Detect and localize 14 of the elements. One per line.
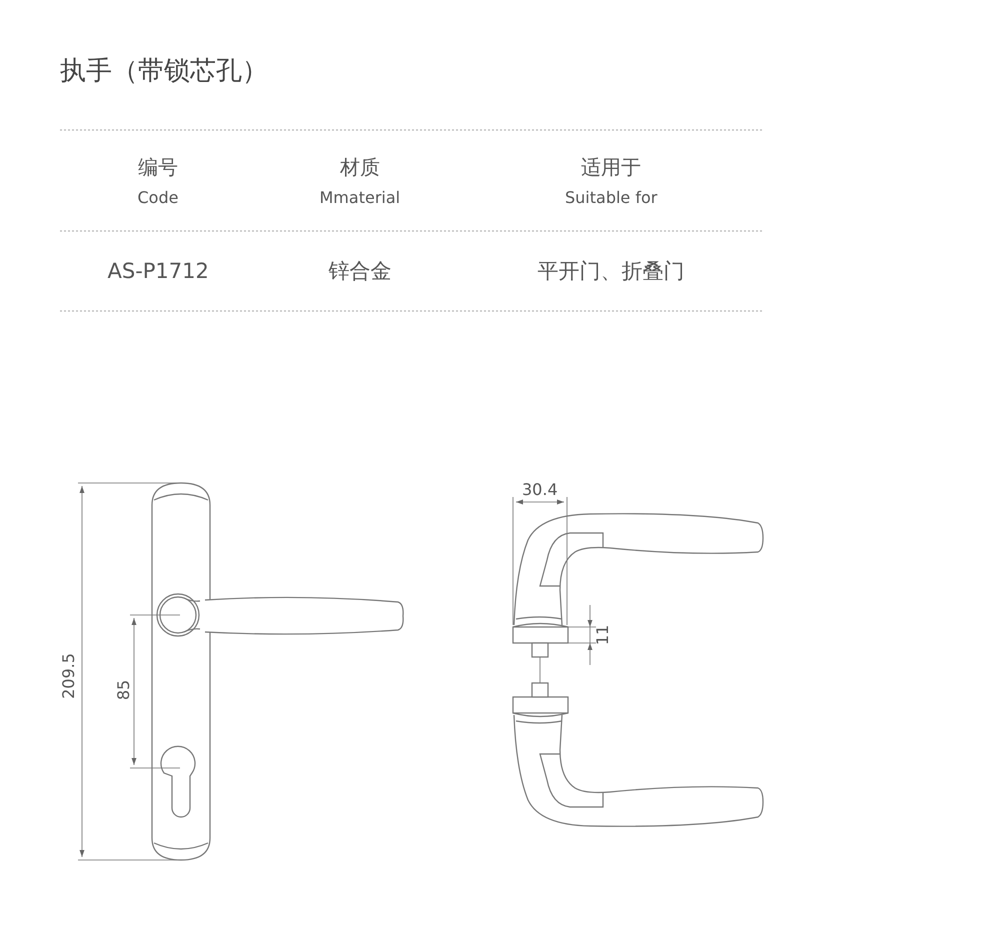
column-header: 材质 bbox=[340, 157, 380, 177]
dimension-label: 11 bbox=[595, 624, 612, 646]
dimension-label: 85 bbox=[116, 680, 132, 700]
column-header: 适用于 bbox=[581, 157, 641, 177]
table-cell: AS-P1712 bbox=[108, 260, 209, 282]
page-title: 执手（带锁芯孔） bbox=[60, 58, 268, 84]
dimension-label: 209.5 bbox=[60, 653, 77, 699]
column-header: Suitable for bbox=[565, 190, 658, 206]
column-header: 编号 bbox=[138, 157, 178, 177]
dimension-label: 30.4 bbox=[522, 482, 558, 498]
table-cell: 锌合金 bbox=[328, 260, 392, 282]
table-cell: 平开门、折叠门 bbox=[538, 260, 684, 282]
column-header: Mmaterial bbox=[320, 190, 400, 206]
column-header: Code bbox=[138, 190, 178, 206]
